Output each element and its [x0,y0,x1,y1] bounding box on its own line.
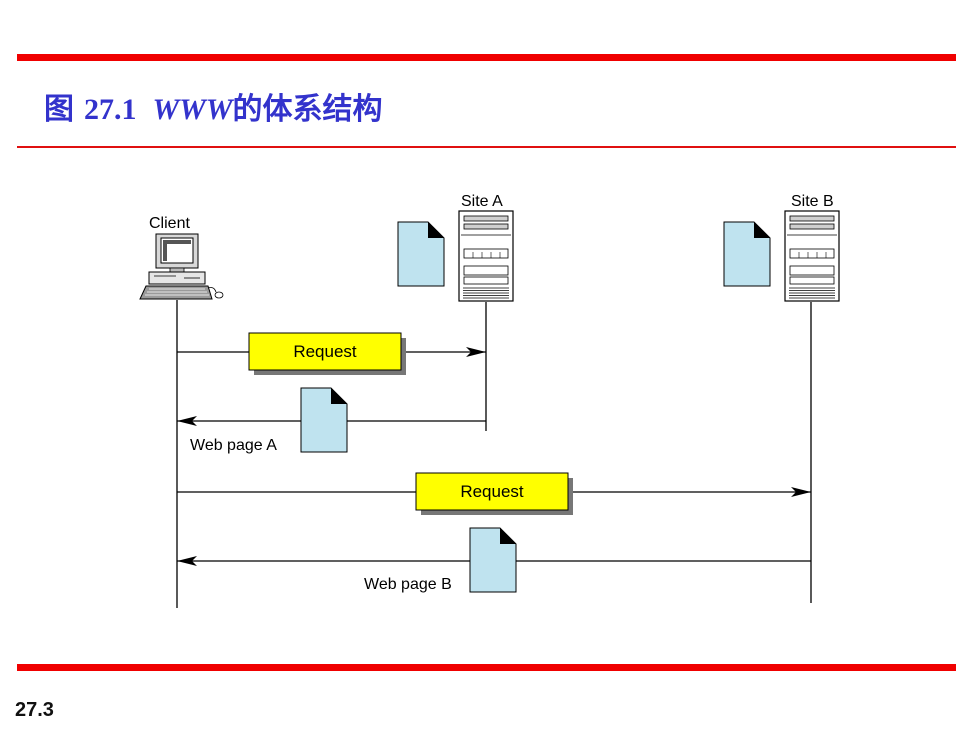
bottom-red-bar [17,664,956,671]
site-b-document-icon [723,221,771,287]
title-number: 27.1 [84,93,137,126]
site-a-label: Site A [461,193,503,210]
site-b-server-icon [784,210,840,302]
slide-title: 图 27.1 WWW 的体系结构 [44,84,383,128]
title-www: WWW [152,93,233,126]
site-b-label: Site B [791,193,834,210]
title-underline [17,146,956,148]
request-b-box [415,472,569,511]
request-b-label: Request [460,482,524,501]
request-a-label: Request [293,342,357,361]
page-number: 27.3 [15,699,54,721]
title-prefix: 图 [44,92,74,127]
site-a-server-icon [458,210,514,302]
client-label: Client [149,215,190,232]
response-b-label: Web page B [364,576,452,593]
request-a-box [248,332,402,371]
top-red-bar [17,54,956,61]
web-page-a-document-icon [300,387,348,453]
site-a-document-icon [397,221,445,287]
web-page-b-document-icon [469,527,517,593]
response-a-label: Web page A [190,437,277,454]
client-computer-icon [139,233,224,300]
title-suffix: 的体系结构 [232,92,383,127]
